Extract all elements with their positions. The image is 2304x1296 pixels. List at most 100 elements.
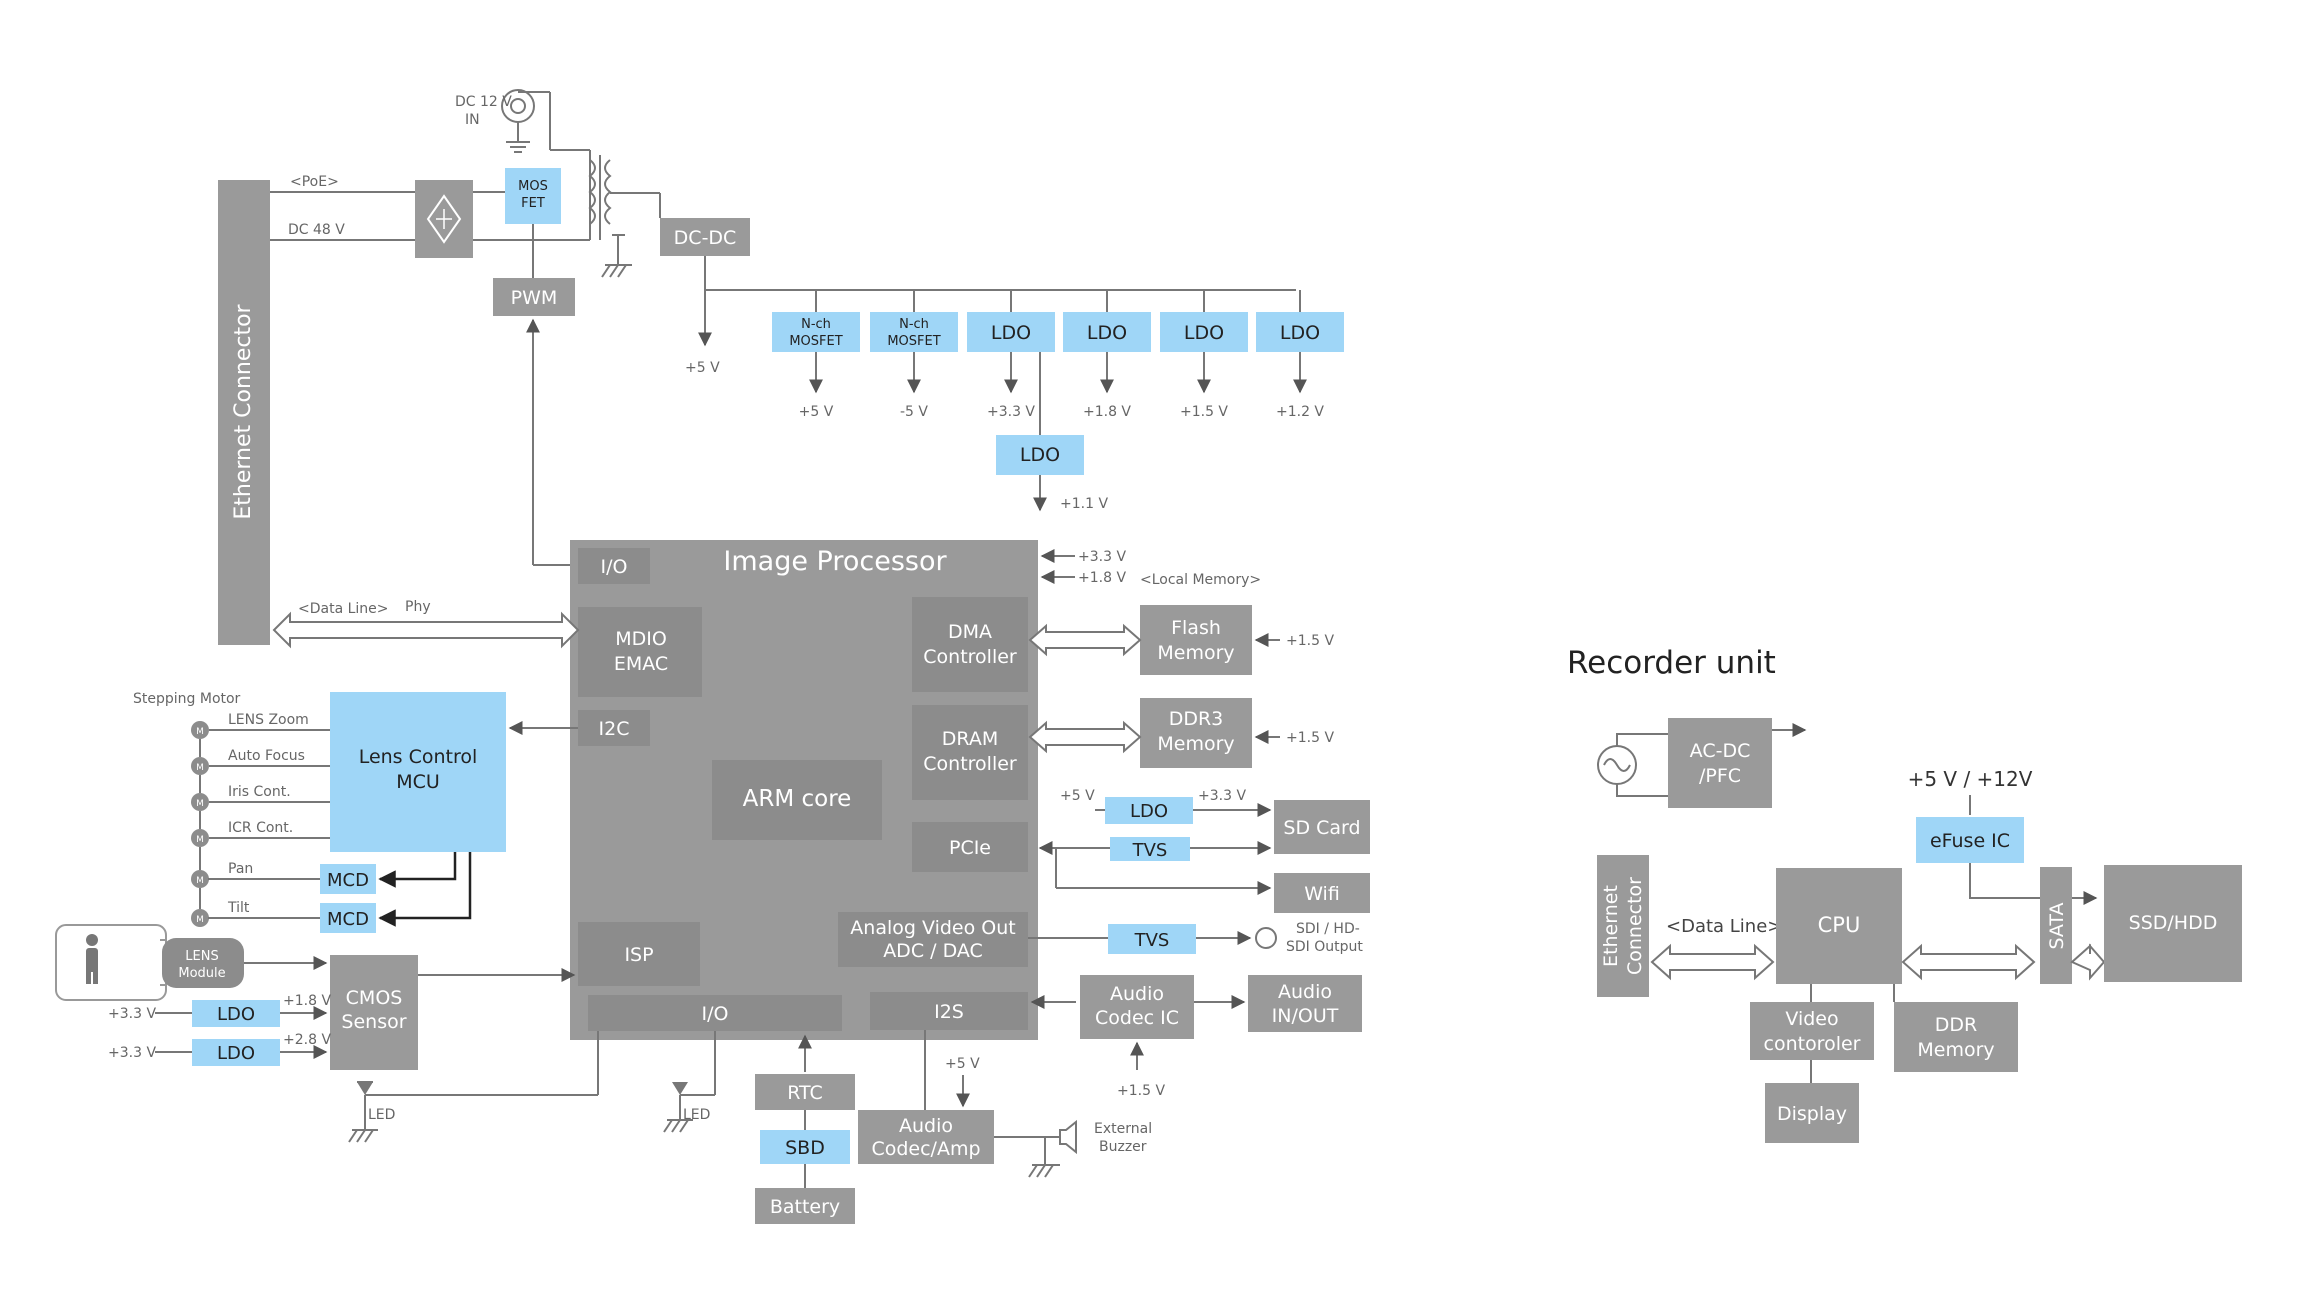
cmos-ldo-in: +3.3 V <box>108 1006 156 1022</box>
rail-label-line: MOSFET <box>887 334 940 349</box>
mdio-line1: MDIO <box>615 628 667 650</box>
isp-label: ISP <box>624 944 653 966</box>
rtc-block <box>755 1074 855 1110</box>
mcd-tilt-label: MCD <box>327 909 369 930</box>
rail-block <box>1063 312 1151 352</box>
sdi-tvs-label: TVS <box>1134 930 1170 951</box>
ip-in-33: +3.3 V <box>1078 549 1126 565</box>
dram-line1: DRAM <box>942 728 998 750</box>
rail-block <box>1256 312 1344 352</box>
pwm-block <box>493 278 575 316</box>
ddr3-v15: +1.5 V <box>1286 730 1334 746</box>
flash-v15: +1.5 V <box>1286 633 1334 649</box>
rail-output: +1.2 V <box>1276 404 1324 420</box>
recorder-title: Recorder unit <box>1567 645 1776 681</box>
lens-mcu-line1: Lens Control <box>359 746 478 768</box>
motor-icon <box>191 793 209 811</box>
lens-mcu-block <box>330 692 506 852</box>
led2-label: LED <box>683 1107 710 1123</box>
led2-icon <box>672 1082 688 1095</box>
mcd-pan-label: MCD <box>327 870 369 891</box>
dma-line1: DMA <box>948 621 992 643</box>
i2c-block <box>578 710 650 746</box>
sbd-block <box>760 1130 850 1164</box>
audio-amp-v5: +5 V <box>945 1056 980 1072</box>
rail-output: +5 V <box>799 404 834 420</box>
audio-amp-line2: Codec/Amp <box>871 1138 980 1160</box>
motor-label: Pan <box>228 861 253 877</box>
motor-icon <box>191 909 209 927</box>
buzzer-icon <box>1059 1119 1077 1155</box>
flash-line2: Memory <box>1157 642 1234 664</box>
rail-block <box>967 312 1055 352</box>
audio-inout-line1: Audio <box>1278 981 1332 1003</box>
ddr-block <box>1894 1002 2018 1072</box>
mcd-tilt-block <box>320 903 376 933</box>
sdi-line2: SDI Output <box>1286 939 1363 955</box>
cmos-ldo-out: +2.8 V <box>283 1032 331 1048</box>
pwm-label: PWM <box>511 287 558 309</box>
rail-label-line: LDO <box>1087 322 1127 344</box>
motor-m-label: M <box>196 876 204 886</box>
battery-label: Battery <box>770 1196 840 1218</box>
person-icon <box>86 934 98 946</box>
rail-label-line: MOSFET <box>789 334 842 349</box>
avo-line1: Analog Video Out <box>850 917 1015 939</box>
motor-m-label: M <box>196 727 204 737</box>
flash-line1: Flash <box>1171 617 1221 639</box>
audio-inout-line2: IN/OUT <box>1272 1005 1339 1027</box>
data-line-label: <Data Line> <box>298 601 389 617</box>
sdi-connector-icon <box>1255 927 1277 949</box>
motor-icon <box>191 757 209 775</box>
motor-m-label: M <box>196 763 204 773</box>
sd-ldo-label: LDO <box>1130 801 1168 822</box>
rail-label-line: LDO <box>991 322 1031 344</box>
ddr3-line1: DDR3 <box>1169 708 1224 730</box>
recorder-data-line-arrow <box>1650 943 1775 981</box>
buzzer-line2: Buzzer <box>1099 1139 1147 1155</box>
acdc-block <box>1668 718 1772 808</box>
pcie-label: PCIe <box>949 837 991 859</box>
dc-in-line2: IN <box>465 112 480 128</box>
ip-in-18: +1.8 V <box>1078 570 1126 586</box>
acdc-line1: AC-DC <box>1690 740 1751 762</box>
rail-output: +3.3 V <box>987 404 1035 420</box>
lens-module-block <box>162 938 244 988</box>
recorder-supply: +5 V / +12V <box>1908 767 2033 791</box>
efuse-block <box>1916 817 2024 863</box>
cmos-line1: CMOS <box>346 987 403 1009</box>
ddr-line1: DDR <box>1935 1014 1977 1036</box>
cpu-block <box>1776 868 1902 984</box>
audio-codec-ic-block <box>1080 975 1194 1039</box>
sbd-label: SBD <box>785 1137 825 1159</box>
image-processor-title: Image Processor <box>723 546 947 577</box>
dram-line2: Controller <box>923 753 1017 775</box>
dcdc-5v: +5 V <box>685 360 720 376</box>
mosfet-line2: FET <box>521 196 545 211</box>
lens-module-line1: LENS <box>185 949 218 964</box>
avo-block <box>838 912 1028 967</box>
rail-block <box>870 312 958 352</box>
video-line1: Video <box>1785 1008 1838 1030</box>
cmos-ldo-block <box>192 1000 280 1027</box>
cmos-line2: Sensor <box>341 1011 406 1033</box>
dc48-label: DC 48 V <box>288 222 345 238</box>
efuse-label: eFuse IC <box>1930 830 2010 852</box>
ethernet-connector-label: Ethernet Connector <box>231 303 256 519</box>
rail-label: LDO <box>1280 322 1320 344</box>
io-bottom-label: I/O <box>702 1003 729 1025</box>
sdi-tvs-block <box>1108 924 1196 954</box>
dcdc-block <box>660 218 750 256</box>
rail-output: +1.5 V <box>1180 404 1228 420</box>
sd-card-label: SD Card <box>1283 817 1360 839</box>
sata-label: SATA <box>2046 902 2068 949</box>
